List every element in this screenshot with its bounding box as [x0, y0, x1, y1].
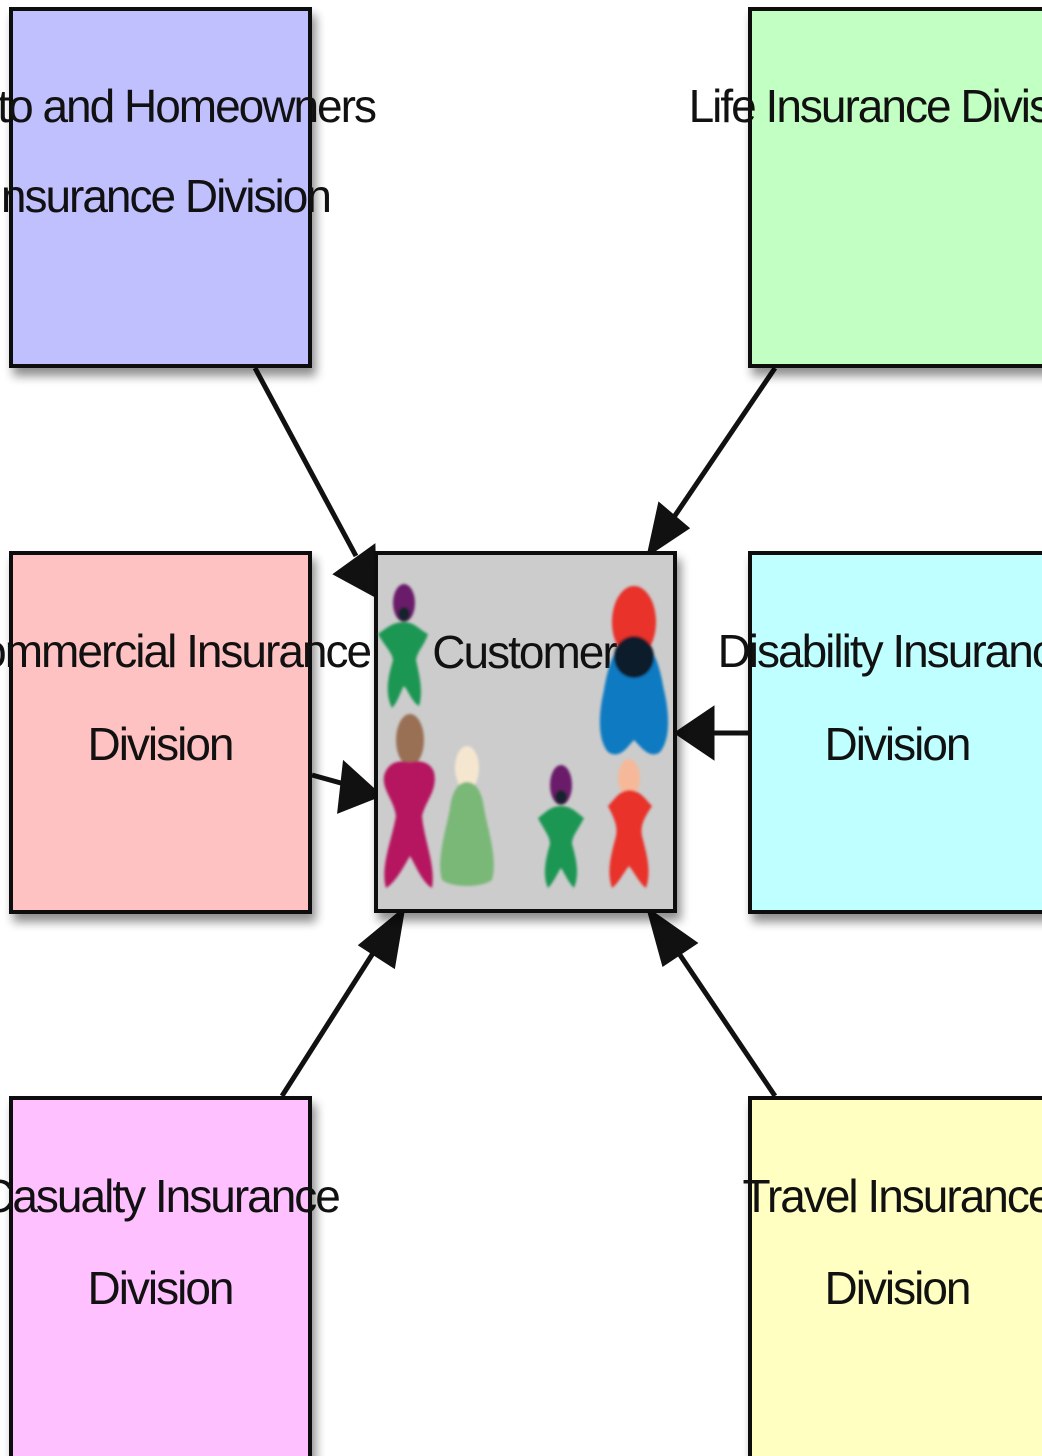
person-green-icon: [378, 584, 428, 708]
life-label-line1: Life Insurance Division: [689, 80, 1042, 132]
arrow-disability-to-customer: [673, 705, 748, 761]
commercial-label-line1: Commercial Insurance: [0, 625, 370, 677]
casualty-label-line1: Casualty Insurance: [0, 1170, 339, 1222]
box-travel-division: [748, 1096, 1042, 1456]
arrows: [252, 366, 778, 1098]
arrow-life-to-customer: [646, 366, 778, 558]
box-commercial-division: [9, 551, 312, 914]
box-auto-home-division: [9, 7, 312, 368]
arrow-travel-to-customer: [645, 905, 778, 1098]
commercial-label-line2: Division: [87, 718, 232, 770]
disability-label-line2: Division: [824, 718, 969, 770]
auto-home-label-line1: Auto and Homeowners: [0, 80, 376, 132]
customer-people-icon: [378, 584, 669, 888]
disability-label-line1: Disability Insurance: [718, 625, 1042, 677]
arrow-casualty-to-customer: [279, 905, 406, 1098]
box-life-division: [748, 7, 1042, 368]
person-magenta-icon: [383, 714, 435, 888]
arrow-commercial-to-customer: [311, 759, 383, 814]
auto-home-label-line2: Insurance Division: [0, 170, 330, 222]
person-blue-large-icon: [599, 586, 669, 755]
casualty-label-line2: Division: [87, 1262, 232, 1314]
travel-label-line1: Travel Insurance: [743, 1170, 1042, 1222]
person-lightgreen-icon: [440, 746, 494, 886]
person-red-icon: [608, 759, 652, 888]
person-green-small-icon: [538, 765, 584, 888]
box-disability-division: [748, 551, 1042, 914]
box-casualty-division: [9, 1096, 312, 1456]
travel-label-line2: Division: [824, 1262, 969, 1314]
arrow-auto-home-to-customer: [252, 366, 377, 599]
customer-label: Customer: [432, 626, 617, 678]
